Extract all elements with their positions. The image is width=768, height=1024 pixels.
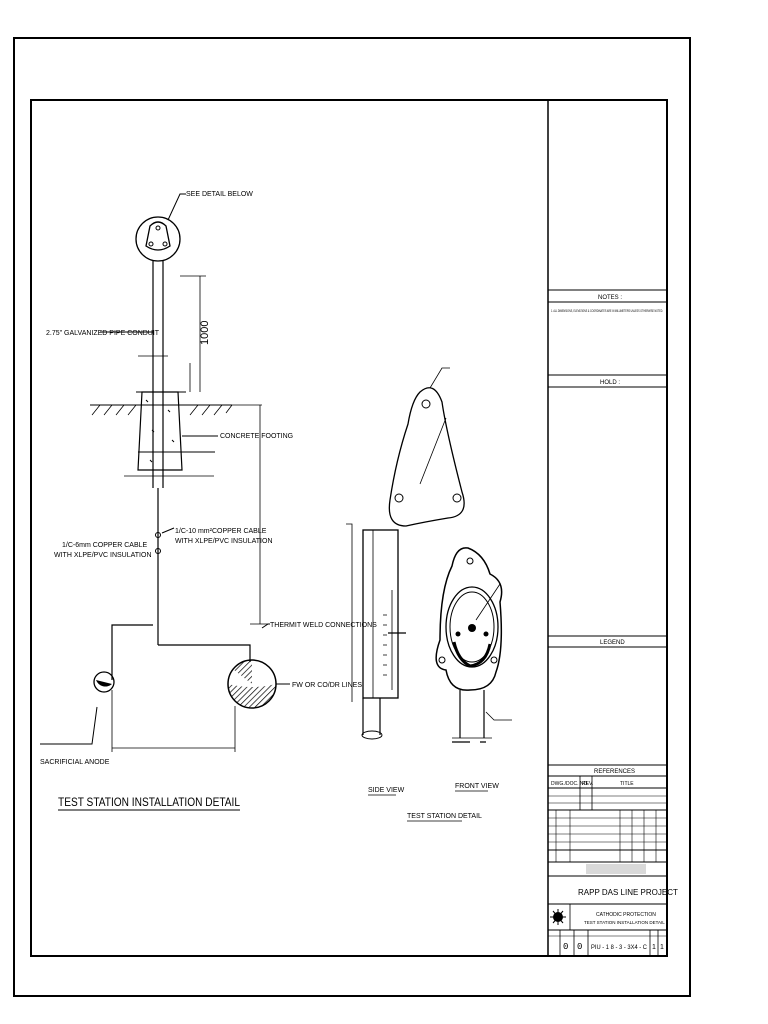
label-see-detail: SEE DETAIL BELOW	[186, 191, 253, 198]
cap-plate	[145, 221, 171, 251]
notes-header: NOTES :	[598, 295, 622, 301]
company-logo	[550, 909, 566, 925]
label-sacrificial-anode: SACRIFICIAL ANODE	[40, 759, 110, 766]
label-cable-6mm: 1/C-6mm COPPER CABLE	[62, 542, 148, 549]
drawing-border	[30, 99, 668, 957]
drawing-subtitle-1: CATHODIC PROTECTION	[596, 912, 656, 918]
rev-a: 0	[563, 942, 568, 952]
label-front-view: FRONT VIEW	[455, 783, 499, 790]
label-conduit: 2.75" GALVANIZED PIPE CONDUIT	[46, 330, 160, 337]
drawing-subtitle-2: TEST STATION INSTALLATION DETAIL	[584, 920, 665, 925]
ref-col-rev: REV.	[582, 781, 593, 787]
label-cable-10mm: 1/C-10 mm²COPPER CABLE	[175, 528, 267, 535]
references-header: REFERENCES	[594, 769, 635, 775]
drawing-number: PIU - 1 8 - 3 - 3X4 - C	[591, 944, 647, 951]
outer-frame	[13, 37, 691, 997]
project-name: RAPP DAS LINE PROJECT	[578, 888, 678, 897]
test-station-elevation: SEE DETAIL BELOW 2.75" GALVANIZED PIPE C…	[40, 191, 377, 811]
sheet-number: 1	[652, 944, 656, 951]
rev-b: 0	[577, 942, 582, 952]
sacrificial-anode	[93, 671, 115, 693]
cap-head-outline	[135, 216, 181, 262]
label-test-station-detail: TEST STATION DETAIL	[407, 813, 482, 820]
label-concrete-footing: CONCRETE FOOTING	[220, 433, 293, 440]
ref-col-dwg: DWG./DOC. NO.	[551, 781, 589, 787]
label-thermit-weld: THERMIT WELD CONNECTIONS	[270, 622, 377, 629]
concrete-footing	[137, 391, 183, 471]
main-title: TEST STATION INSTALLATION DETAIL	[58, 795, 240, 809]
dim-1000: 1000	[199, 321, 211, 345]
front-view-housing	[435, 547, 503, 691]
side-view-body	[362, 529, 399, 699]
label-cable-10mm-insulation: WITH XLPE/PVC INSULATION	[175, 538, 273, 545]
hold-header: HOLD :	[600, 380, 620, 386]
legend-header: LEGEND	[600, 640, 625, 646]
ref-col-title: TITLE	[620, 781, 634, 787]
label-side-view: SIDE VIEW	[368, 787, 405, 794]
notes-body: 1. ALL DIMENSIONS, ELEVATIONS & COORDINA…	[551, 308, 663, 313]
label-cable-6mm-insulation: WITH XLPE/PVC INSULATION	[54, 552, 152, 559]
sheet-of: 1	[660, 944, 664, 951]
cap-plate-detail	[388, 387, 465, 527]
title-block: NOTES : 1. ALL DIMENSIONS, ELEVATIONS & …	[548, 289, 678, 956]
label-fw-lines: FW OR CO/DR LINES	[292, 682, 362, 689]
test-station-detail: SIDE VIEW FRONT VIEW TEST STATION DETAIL	[346, 367, 512, 822]
